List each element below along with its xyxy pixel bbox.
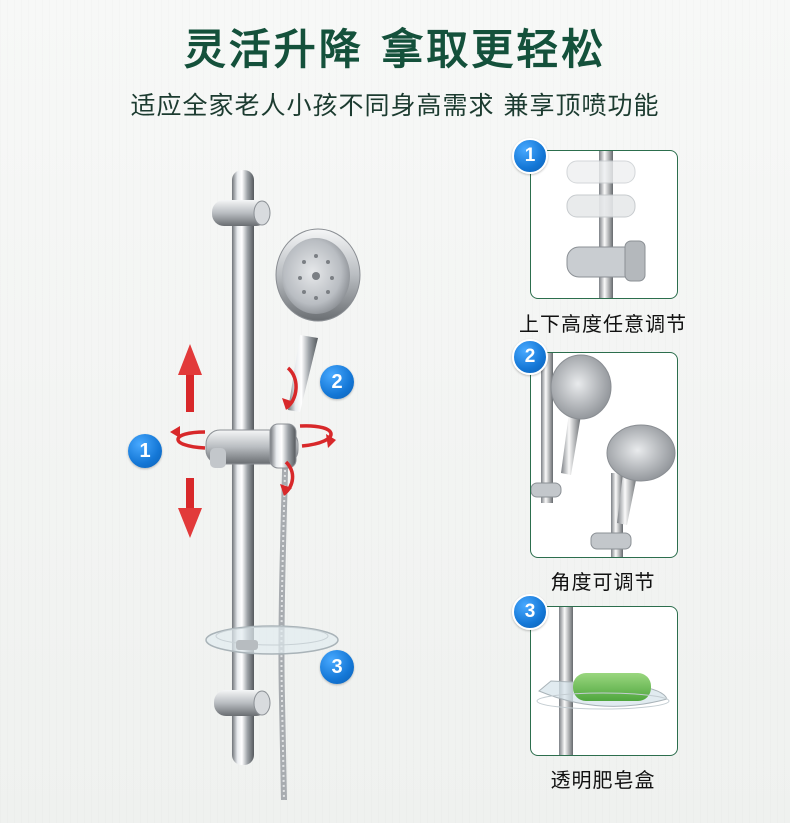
panel-angle-adjust bbox=[530, 352, 678, 558]
page-title: 灵活升降 拿取更轻松 bbox=[183, 25, 607, 74]
panel-1-caption: 上下高度任意调节 bbox=[519, 312, 687, 336]
panel-3-image bbox=[536, 607, 670, 755]
rail-bar bbox=[232, 170, 254, 765]
panel-2-badge: 2 bbox=[512, 339, 548, 375]
panel-1-image bbox=[566, 151, 646, 298]
panel-height-adjust bbox=[530, 150, 678, 299]
panel-2-image bbox=[531, 353, 676, 557]
slider-holder bbox=[205, 423, 299, 469]
hand-shower bbox=[275, 228, 361, 412]
top-bracket bbox=[212, 200, 268, 226]
page-subtitle: 适应全家老人小孩不同身高需求 兼享顶喷功能 bbox=[130, 91, 660, 120]
panel-3-badge: 3 bbox=[512, 594, 548, 630]
badge-1: 1 bbox=[128, 434, 162, 468]
bottom-bracket bbox=[214, 690, 268, 716]
panel-3-caption: 透明肥皂盒 bbox=[550, 768, 656, 792]
badge-2: 2 bbox=[320, 365, 354, 399]
soap-bar bbox=[573, 673, 651, 701]
panel-soap-dish bbox=[530, 606, 678, 756]
panel-2-caption: 角度可调节 bbox=[550, 570, 656, 594]
up-down-arrows bbox=[178, 344, 202, 538]
soap-dish bbox=[205, 625, 339, 655]
panel-1-badge: 1 bbox=[512, 138, 548, 174]
badge-3: 3 bbox=[320, 650, 354, 684]
